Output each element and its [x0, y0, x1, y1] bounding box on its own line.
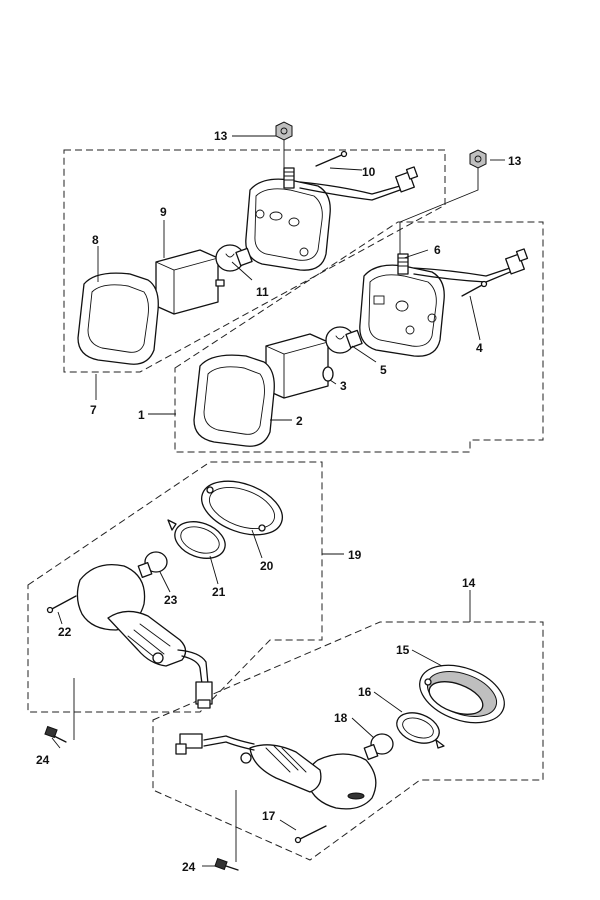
middle-oval-signal-assembly: [46, 480, 283, 740]
group-outline-14: [152, 621, 544, 861]
screw-22: [46, 595, 77, 614]
nut-13-right: [399, 149, 487, 254]
callout-20: 20: [260, 559, 274, 573]
callout-15: 15: [396, 643, 410, 657]
callout-3: 3: [340, 379, 347, 393]
callout-18: 18: [334, 711, 348, 725]
callout-24-lower: 24: [182, 860, 196, 874]
callout-14: 14: [462, 576, 476, 590]
group-outline-19: [27, 461, 323, 713]
lens-8: [77, 272, 159, 365]
upper-right-signal-assembly: [193, 149, 529, 447]
callout-13-left: 13: [214, 129, 228, 143]
group-outline-1: [174, 221, 544, 453]
leader-lines: [51, 135, 505, 867]
gasket-21: [167, 519, 226, 559]
oval-housing-right: [175, 733, 377, 810]
screw-24-upper: [44, 725, 67, 743]
callout-9: 9: [160, 205, 167, 219]
callout-24-upper: 24: [36, 753, 50, 767]
screw-24-lower: [214, 857, 239, 871]
housing-left: [245, 166, 419, 271]
nut-13-left: [275, 121, 293, 168]
screw-4: [461, 280, 488, 297]
callout-21: 21: [212, 585, 226, 599]
lower-oval-signal-assembly: [175, 664, 505, 862]
bulb-5: [325, 326, 363, 354]
rim-20: [201, 480, 283, 536]
callout-17: 17: [262, 809, 276, 823]
callout-7: 7: [90, 403, 97, 417]
callout-22: 22: [58, 625, 72, 639]
gasket-16: [396, 712, 445, 749]
callout-23: 23: [164, 593, 178, 607]
screw-10: [315, 150, 348, 167]
bulb-11: [215, 244, 253, 272]
lens-2: [193, 354, 275, 447]
socket-3: [265, 333, 334, 399]
callout-10: 10: [362, 165, 376, 179]
bulb-18: [363, 733, 394, 760]
callout-16: 16: [358, 685, 372, 699]
upper-left-signal-assembly: [77, 121, 419, 365]
callout-13-right: 13: [508, 154, 522, 168]
housing-6: [359, 248, 529, 357]
callout-6: 6: [434, 243, 441, 257]
rim-15: [419, 664, 505, 724]
callout-4: 4: [476, 341, 483, 355]
screw-17: [294, 825, 327, 844]
callout-labels: 1 2 3 4 5 6 7 8 9 10 11 13 13 14 15 16 1…: [36, 129, 522, 874]
callout-2: 2: [296, 414, 303, 428]
callout-5: 5: [380, 363, 387, 377]
socket-9: [155, 249, 225, 315]
callout-1: 1: [138, 408, 145, 422]
callout-19: 19: [348, 548, 362, 562]
bulb-23: [137, 551, 168, 578]
group-outline-7: [63, 149, 446, 373]
callout-11: 11: [256, 285, 269, 299]
callout-8: 8: [92, 233, 99, 247]
oval-housing-left: [76, 563, 213, 709]
